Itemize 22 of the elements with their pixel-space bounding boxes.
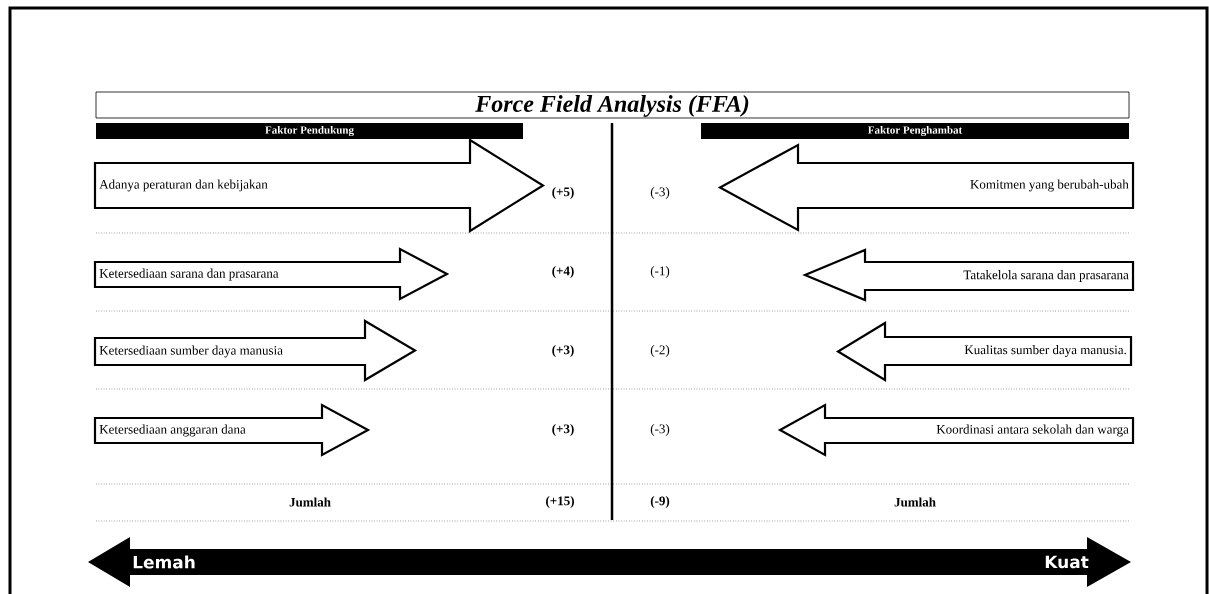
arrow-shaped-box: Ketersediaan sumber daya manusia (93, 319, 418, 382)
total-label: Jumlah (894, 497, 936, 507)
score: (-2) (650, 345, 670, 357)
score: (+3) (552, 424, 574, 436)
total-score: (+15) (546, 496, 574, 508)
header-bar: Faktor Pendukung (96, 123, 523, 139)
score: (+4) (552, 266, 574, 278)
arrow-shaped-box: Tatakelola sarana dan prasarana (802, 248, 1135, 302)
score: (+3) (552, 345, 574, 357)
total-label: Jumlah (289, 497, 331, 507)
title-box: Force Field Analysis (FFA) (95, 91, 1130, 119)
score: (-1) (650, 266, 670, 278)
arrow-shaped-box: Ketersediaan anggaran dana (93, 403, 371, 457)
arrow-shaped-box: Kualitas sumber daya manusia. (835, 321, 1133, 382)
arrow-shaped-box: Komitmen yang berubah-ubah (717, 143, 1135, 232)
arrow-shaped-box: Ketersediaan sarana dan prasarana (93, 247, 450, 301)
arrow-shaped-box: Adanya peraturan dan kebijakan (93, 138, 546, 233)
score: (-3) (650, 424, 670, 436)
header-bar: Faktor Penghambat (701, 123, 1129, 139)
arrow-shaped-box: Koordinasi antara sekolah dan warga (777, 403, 1135, 457)
total-score: (-9) (650, 496, 670, 508)
score: (-3) (650, 187, 670, 199)
